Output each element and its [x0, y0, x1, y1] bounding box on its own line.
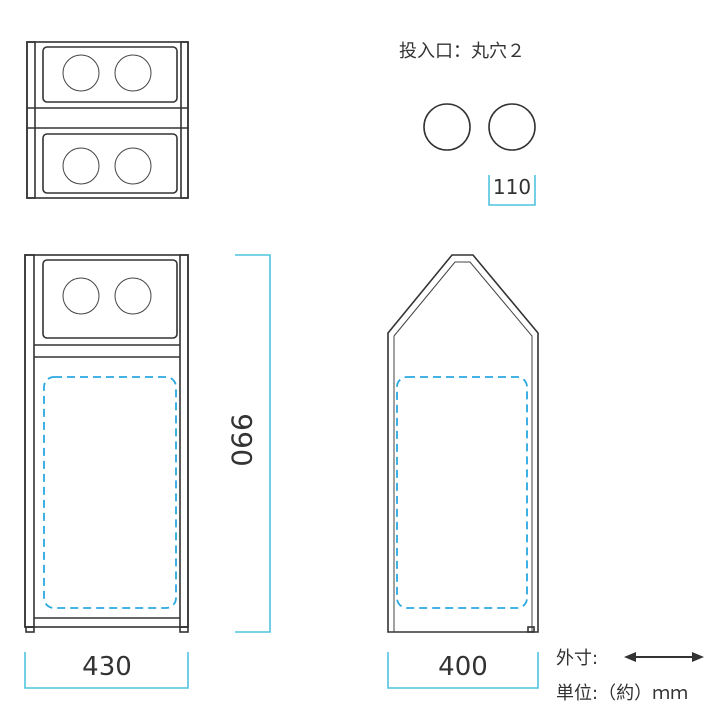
opening-hole [114, 277, 152, 315]
height-label: 990 [225, 413, 258, 466]
width-label: 430 [82, 652, 132, 682]
inner-bag-outline [396, 376, 528, 609]
opening-hole [114, 54, 152, 92]
inner-bag-outline [43, 376, 177, 609]
outer-dimension-label: 外寸: [556, 648, 598, 669]
width-dimension: 430 [24, 652, 189, 689]
height-dimension: 990 [225, 254, 271, 633]
opening-hole [62, 147, 100, 185]
legend: 外寸: 単位:（約）ｍｍ [556, 648, 704, 704]
opening-diameter-label: 110 [493, 175, 531, 199]
side-view [387, 254, 539, 633]
opening-title: 投入口：丸穴２ [399, 41, 525, 62]
opening-hole [488, 103, 536, 151]
opening-hole [423, 103, 471, 151]
opening-hole [62, 54, 100, 92]
depth-label: 400 [438, 652, 488, 682]
depth-dimension: 400 [387, 652, 539, 689]
top-view [26, 41, 189, 199]
double-arrow-icon [624, 652, 704, 662]
opening-hole [114, 147, 152, 185]
unit-label: 単位:（約）ｍｍ [556, 683, 688, 704]
opening-hole [62, 277, 100, 315]
front-view [24, 254, 189, 633]
opening-detail: 投入口：丸穴２ 110 [399, 41, 536, 206]
